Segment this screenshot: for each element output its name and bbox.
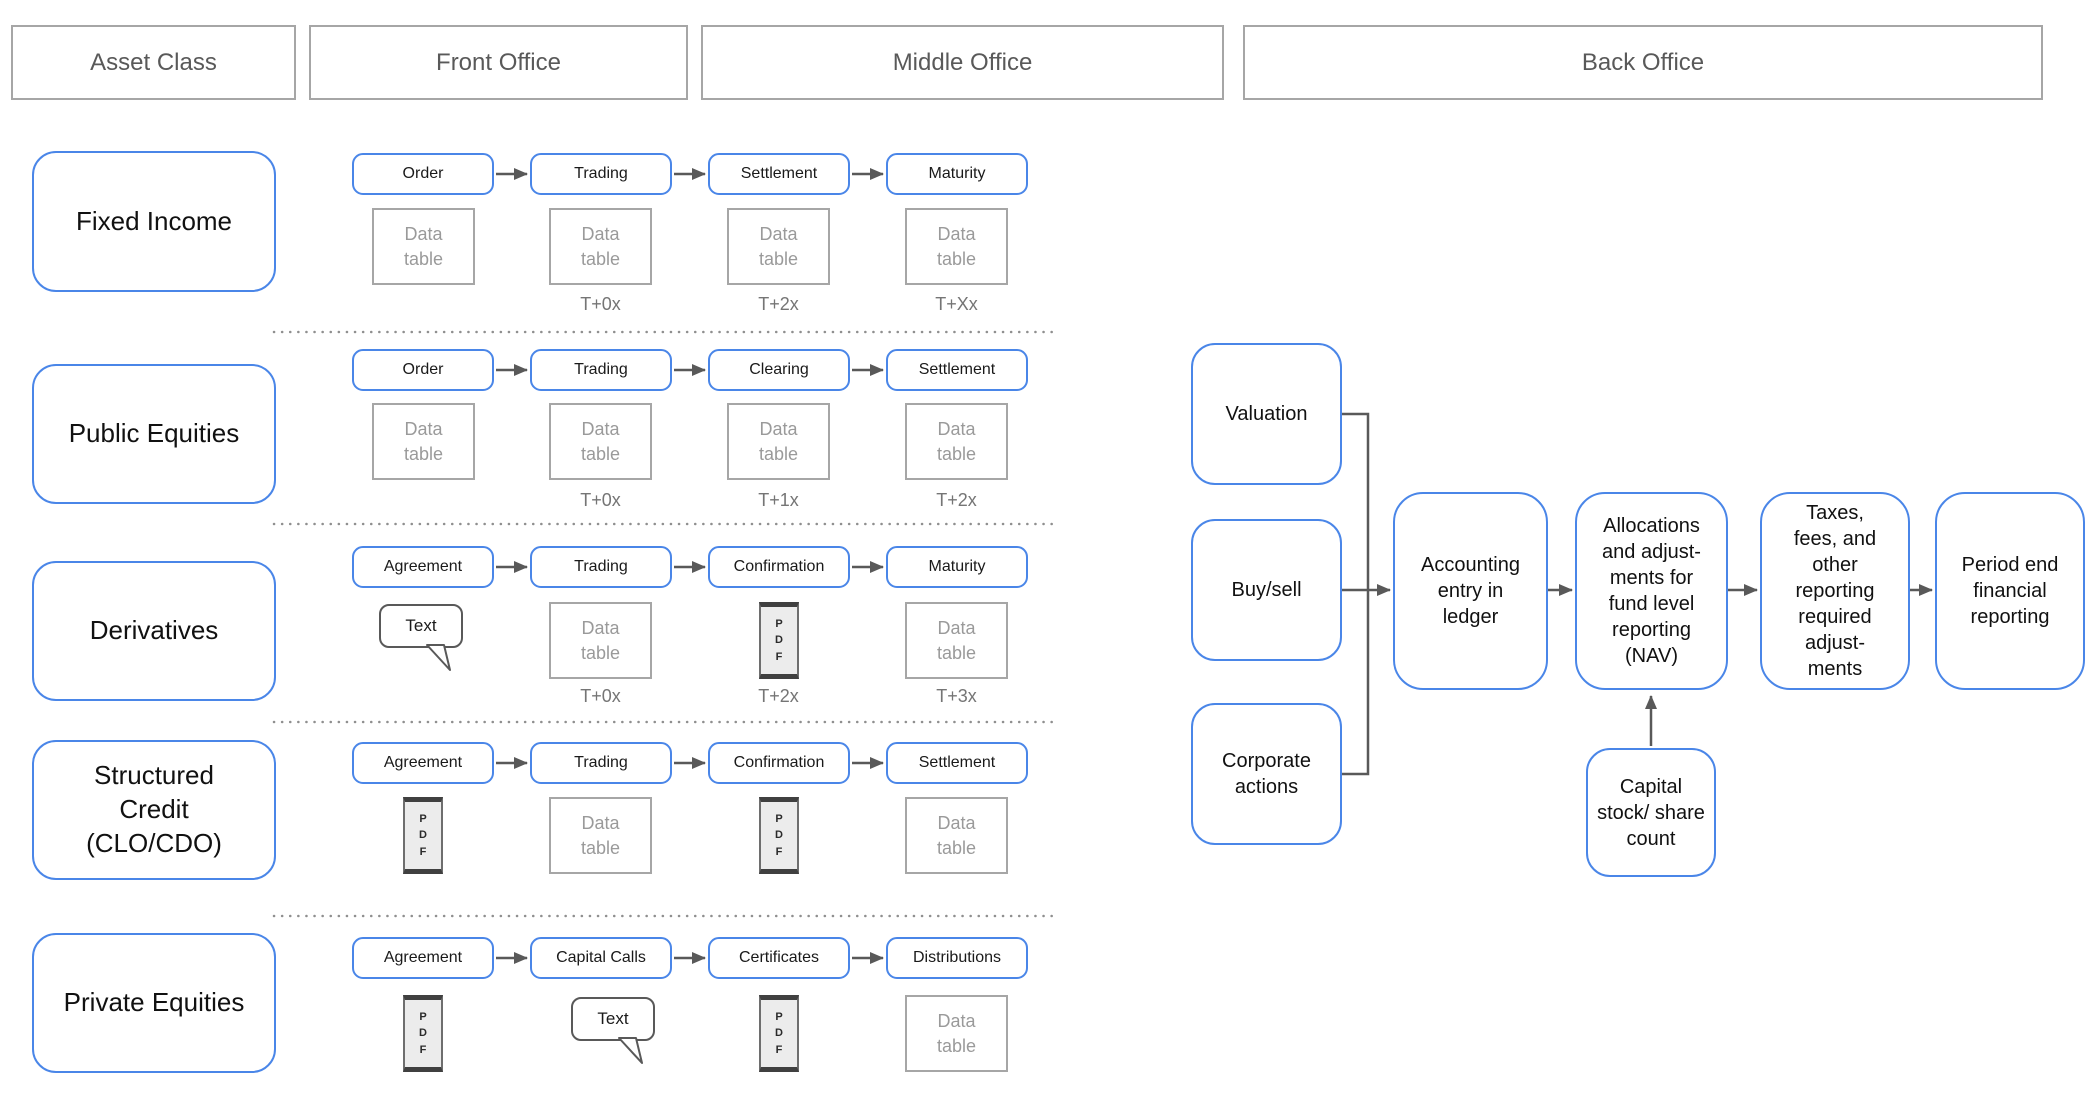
node-allocations-nav: Allocations and adjust- ments for fund l…	[1575, 492, 1728, 690]
header-front-office: Front Office	[309, 25, 688, 100]
timing-label: T+0x	[580, 686, 621, 706]
r3-step-agreement: Agreement	[352, 546, 494, 588]
pdf-icon: P D F	[759, 995, 799, 1072]
r1-step-maturity: Maturity	[886, 153, 1028, 195]
r5-step-distributions: Distributions	[886, 937, 1028, 979]
r3-step-confirmation: Confirmation	[708, 546, 850, 588]
data-table-node: Data table	[905, 797, 1008, 874]
timing-label: T+2x	[758, 686, 799, 706]
pdf-icon: P D F	[403, 797, 443, 874]
header-asset-class: Asset Class	[11, 25, 296, 100]
r2-step-settlement: Settlement	[886, 349, 1028, 391]
data-table-node: Data table	[372, 403, 475, 480]
data-table-node: Data table	[727, 208, 830, 285]
timing-label: T+1x	[758, 490, 799, 510]
r5-step-capital-calls: Capital Calls	[530, 937, 672, 979]
asset-class-node-public-equities: Public Equities	[32, 364, 276, 504]
timing-label: T+3x	[936, 686, 977, 706]
timing-label: T+0x	[580, 490, 621, 510]
pdf-icon: P D F	[403, 995, 443, 1072]
text-callout: Text	[379, 604, 463, 648]
pdf-icon: P D F	[759, 602, 799, 679]
node-accounting-entry: Accounting entry in ledger	[1393, 492, 1548, 690]
node-buy-sell: Buy/sell	[1191, 519, 1342, 661]
r2-step-trading: Trading	[530, 349, 672, 391]
r4-step-settlement: Settlement	[886, 742, 1028, 784]
data-table-node: Data table	[549, 797, 652, 874]
node-valuation: Valuation	[1191, 343, 1342, 485]
data-table-node: Data table	[549, 602, 652, 679]
r1-step-order: Order	[352, 153, 494, 195]
r5-step-certificates: Certificates	[708, 937, 850, 979]
asset-class-node-derivatives: Derivatives	[32, 561, 276, 701]
r3-step-maturity: Maturity	[886, 546, 1028, 588]
r1-step-trading: Trading	[530, 153, 672, 195]
node-period-end-reporting: Period end financial reporting	[1935, 492, 2085, 690]
timing-label: T+2x	[936, 490, 977, 510]
node-taxes-fees: Taxes, fees, and other reporting require…	[1760, 492, 1910, 690]
data-table-node: Data table	[905, 995, 1008, 1072]
timing-label: T+2x	[758, 294, 799, 314]
r1-step-settlement: Settlement	[708, 153, 850, 195]
callout-tail	[618, 1037, 643, 1064]
r4-step-trading: Trading	[530, 742, 672, 784]
data-table-node: Data table	[905, 403, 1008, 480]
node-capital-stock: Capital stock/ share count	[1586, 748, 1716, 877]
r2-step-clearing: Clearing	[708, 349, 850, 391]
text-callout: Text	[571, 997, 655, 1041]
timing-label: T+Xx	[935, 294, 978, 314]
data-table-node: Data table	[905, 208, 1008, 285]
junction-line	[1342, 412, 1370, 776]
header-middle-office: Middle Office	[701, 25, 1224, 100]
asset-class-node-fixed-income: Fixed Income	[32, 151, 276, 292]
asset-class-node-structured-credit: Structured Credit (CLO/CDO)	[32, 740, 276, 880]
r4-step-agreement: Agreement	[352, 742, 494, 784]
node-corporate-actions: Corporate actions	[1191, 703, 1342, 845]
r5-step-agreement: Agreement	[352, 937, 494, 979]
data-table-node: Data table	[549, 403, 652, 480]
asset-class-node-private-equities: Private Equities	[32, 933, 276, 1073]
callout-tail	[426, 644, 451, 671]
r2-step-order: Order	[352, 349, 494, 391]
pdf-icon: P D F	[759, 797, 799, 874]
r3-step-trading: Trading	[530, 546, 672, 588]
r4-step-confirmation: Confirmation	[708, 742, 850, 784]
header-back-office: Back Office	[1243, 25, 2043, 100]
data-table-node: Data table	[727, 403, 830, 480]
timing-label: T+0x	[580, 294, 621, 314]
data-table-node: Data table	[905, 602, 1008, 679]
data-table-node: Data table	[372, 208, 475, 285]
data-table-node: Data table	[549, 208, 652, 285]
